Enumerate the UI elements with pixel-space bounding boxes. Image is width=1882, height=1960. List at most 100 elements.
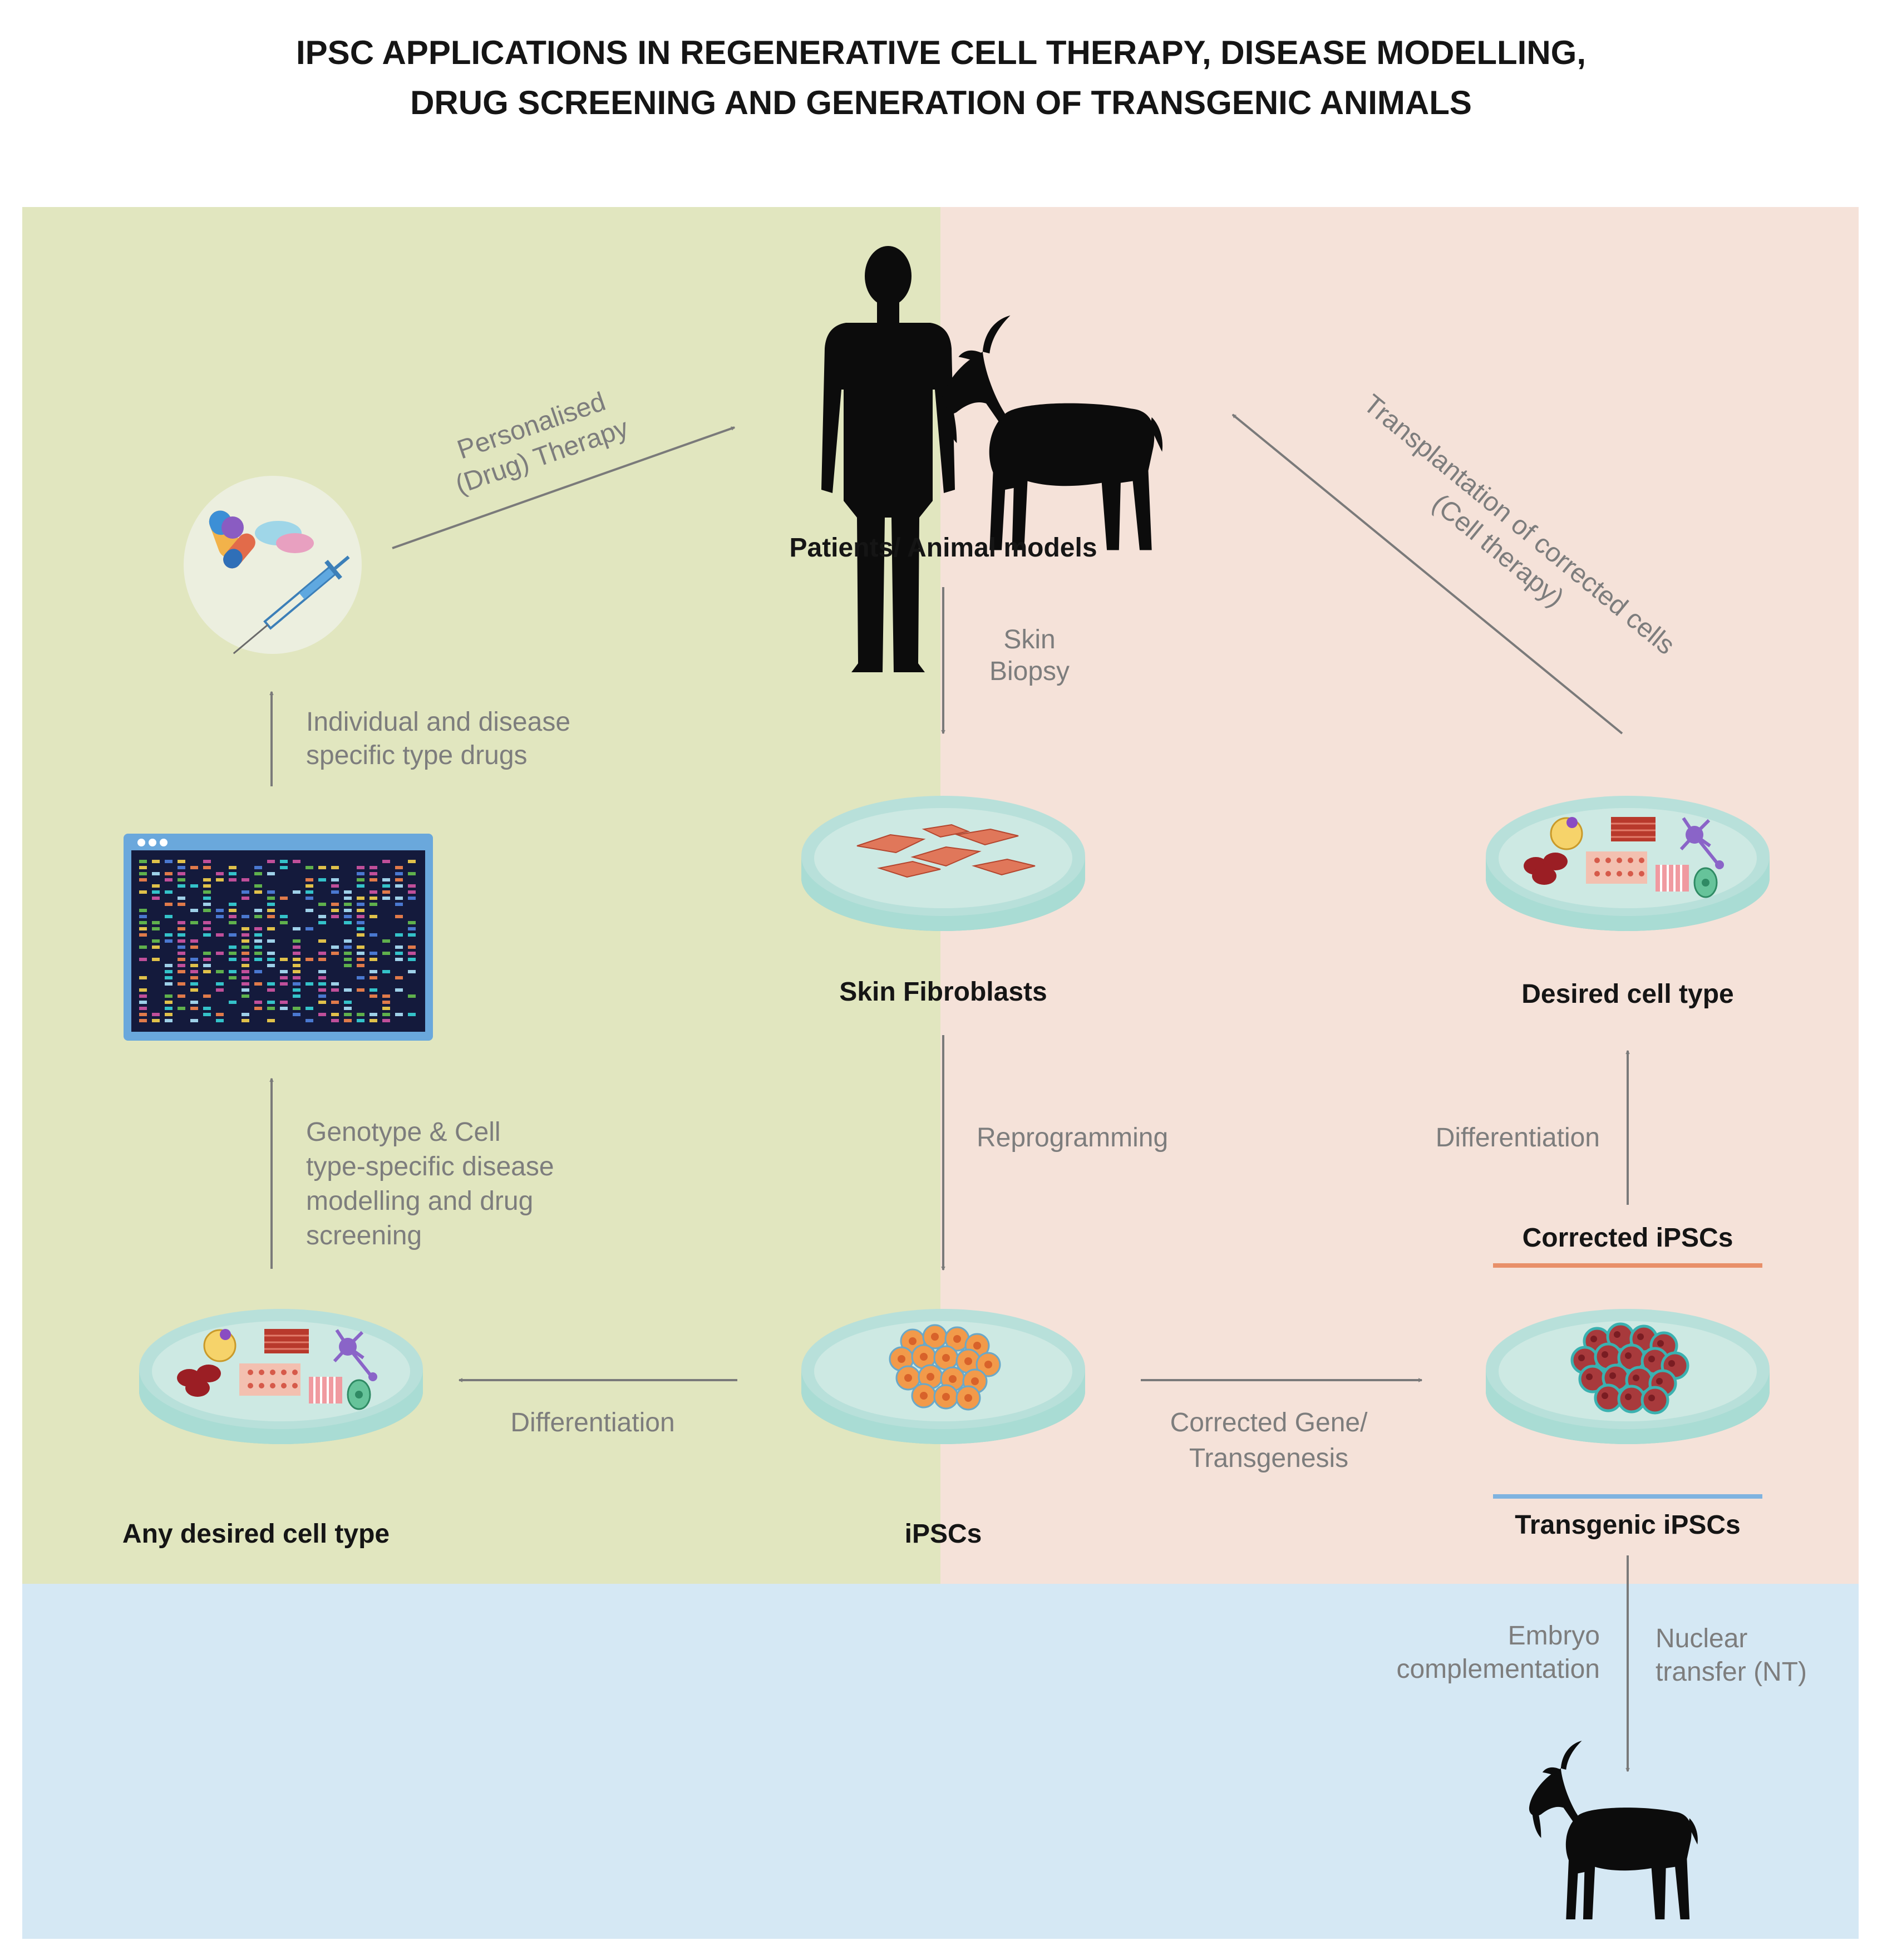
sequence-band [369,1019,377,1022]
sequence-band [395,976,403,979]
sequence-band [178,903,185,906]
sequence-band [280,1001,288,1004]
sequence-band [152,945,160,949]
sequence-band [203,994,211,998]
drugs-syringe-icon [184,476,362,654]
sequence-band [369,878,377,881]
sequence-band [293,945,300,949]
sequence-band [190,866,198,869]
sequence-band [242,970,249,973]
sequence-band [344,958,352,961]
label-differentiation-right: Differentiation [1436,1123,1600,1153]
label-corrected-ipscs: Corrected iPSCs [1523,1223,1733,1253]
sequence-band [203,921,211,924]
sequence-band [306,897,313,900]
label-differentiation-left: Differentiation [510,1408,674,1437]
sequence-band [331,878,339,881]
sequence-band [382,1013,390,1016]
sequence-band [178,866,185,869]
sequence-band [203,909,211,912]
sequence-band [293,958,300,961]
sequence-band [203,1013,211,1016]
sequence-band [357,1019,364,1022]
sequence-band [382,884,390,888]
transgenic-ipscs-overline [1493,1494,1762,1499]
sequence-band [318,903,326,906]
sequence-band [357,884,364,888]
sequence-band [293,890,300,894]
sequence-band [280,958,288,961]
sequence-band [165,964,173,967]
sequence-band [331,884,339,888]
sequence-band [139,866,147,869]
sequence-band [178,994,185,998]
sequence-band [382,1019,390,1022]
sequence-band [139,994,147,998]
sequence-band [190,921,198,924]
sequence-band [369,970,377,973]
sequence-band [293,994,300,998]
sequence-band [178,860,185,863]
sequence-band [369,976,377,979]
sequence-band [293,939,300,943]
sequence-band [229,921,237,924]
sequence-band [139,915,147,918]
sequence-band [369,958,377,961]
sequence-band [165,872,173,875]
sequence-band [357,866,364,869]
sequence-band [242,878,249,881]
sequence-band [267,909,275,912]
sequence-band [357,903,364,906]
sequence-band [293,1007,300,1010]
sequence-band [293,982,300,986]
sequence-band [369,994,377,998]
sequence-band [203,890,211,894]
sequence-band [190,976,198,979]
sequence-band [395,945,403,949]
sequence-band [242,982,249,986]
sequence-band [165,994,173,998]
sequence-band [395,952,403,955]
title-line-1: IPSC APPLICATIONS IN REGENERATIVE CELL T… [296,34,1586,71]
sequence-band [178,958,185,961]
label-ipscs: iPSCs [905,1519,982,1549]
sequence-band [344,1007,352,1010]
petri-dish-skin-fibroblasts [801,796,1085,931]
sequence-band [178,927,185,930]
sequence-band [254,927,262,930]
sequence-band [139,945,147,949]
sequence-band [139,976,147,979]
sequence-band [395,933,403,937]
cell-types [177,1329,377,1410]
sequence-band [306,909,313,912]
sequence-band [344,903,352,906]
sequence-band [267,872,275,875]
sequence-band [331,982,339,986]
sequence-band [267,927,275,930]
human-silhouette-icon [821,246,955,672]
sequence-band [242,939,249,943]
sequence-band [203,964,211,967]
arrow-transplantation [1231,413,1623,735]
sequence-band [280,1007,288,1010]
sequence-band [203,860,211,863]
sequence-band [331,988,339,992]
sequence-band [344,988,352,992]
sequence-band [139,878,147,881]
sequence-band [306,982,313,986]
sequence-band [254,884,262,888]
sequence-band [203,927,211,930]
sequence-band [408,884,416,888]
sequence-band [369,988,377,992]
sequence-band [139,927,147,930]
sequence-band [395,1013,403,1016]
sequence-band [178,939,185,943]
sequence-band [190,945,198,949]
sequence-band [216,952,224,955]
sequence-band [203,970,211,973]
sequence-band [165,878,173,881]
sequence-band [331,915,339,918]
sequence-band [190,982,198,986]
sequence-band [306,927,313,930]
sequence-band [216,933,224,937]
